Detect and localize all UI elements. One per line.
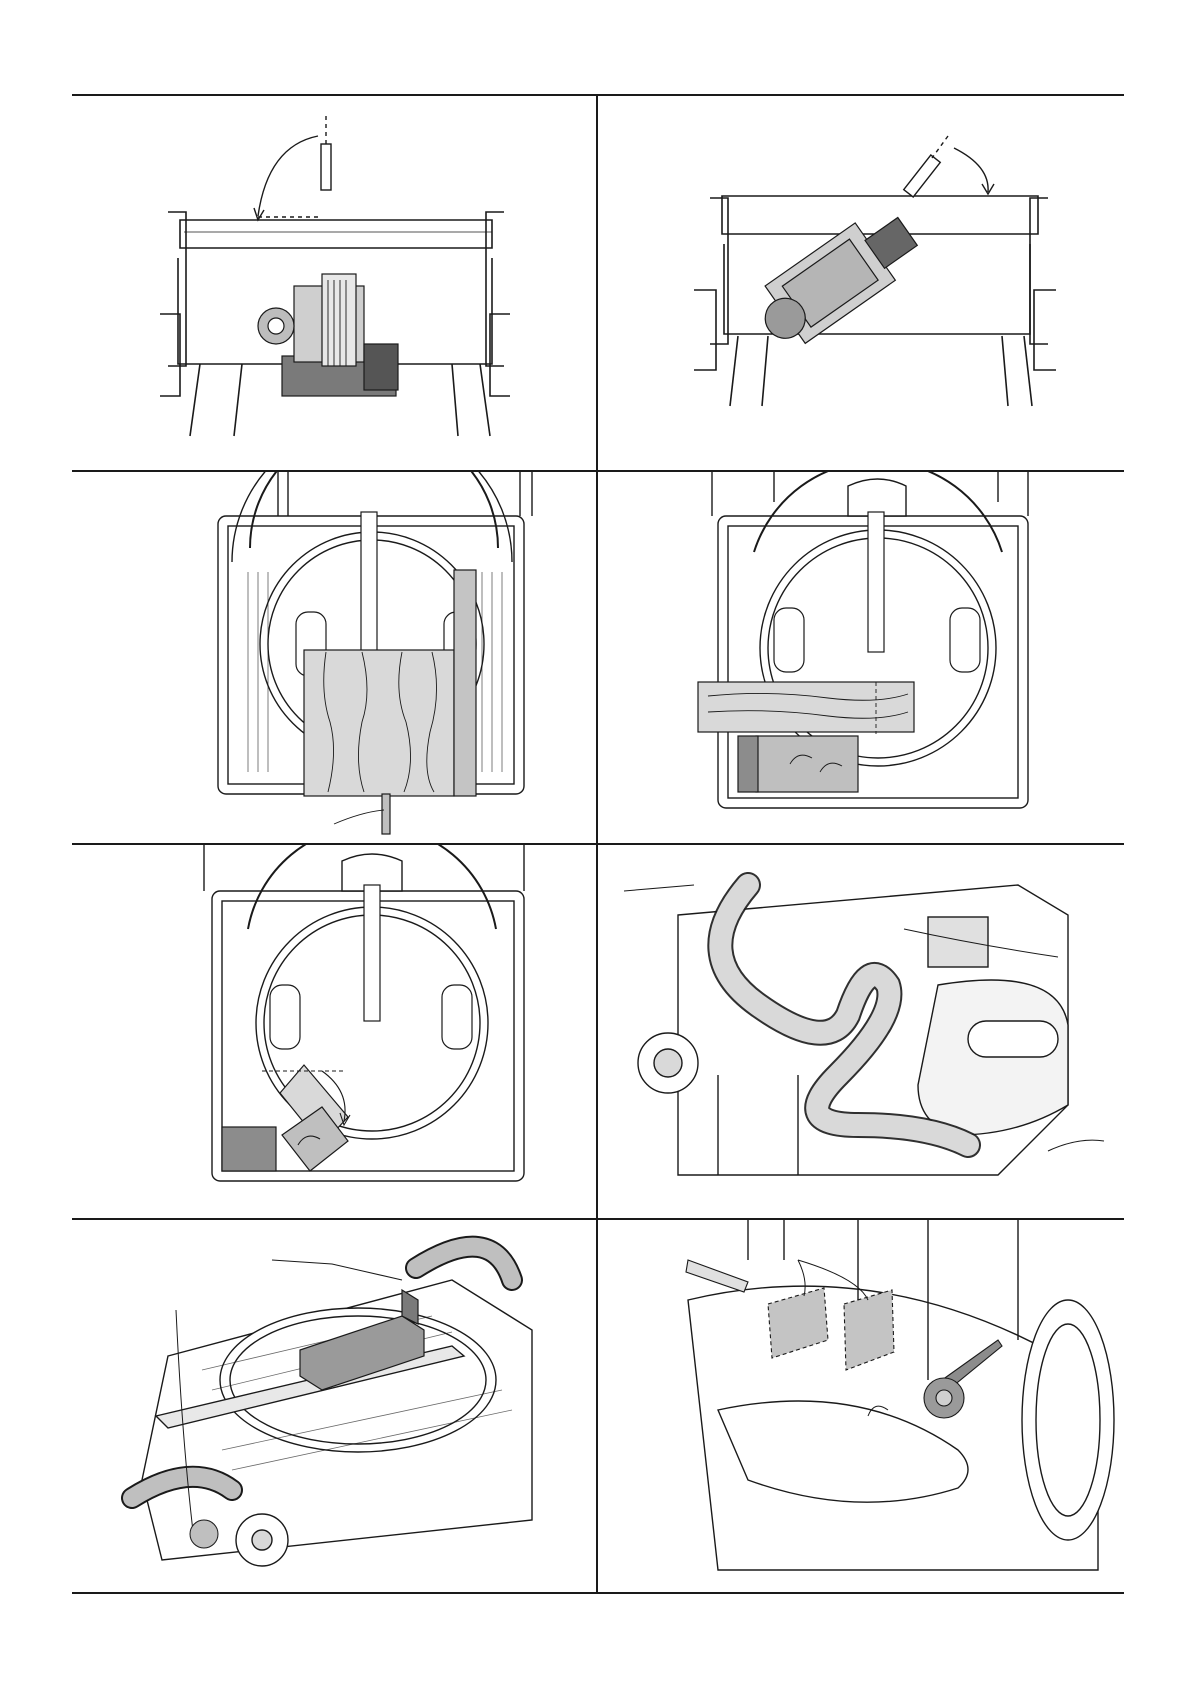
- figure-blade-tilted: [598, 96, 1124, 470]
- saw-front-view-vertical: [72, 96, 596, 470]
- figure-blade-vertical: [72, 96, 596, 470]
- figure-rip-cut: [72, 472, 596, 843]
- accessory-storage-perspective: [598, 1220, 1124, 1592]
- dust-hose-perspective: [598, 845, 1124, 1218]
- miter-cut-top-view: [72, 845, 596, 1218]
- rip-cut-top-view: [72, 472, 596, 843]
- cross-cut-top-view: [598, 472, 1124, 843]
- bottom-rule: [72, 1592, 1124, 1594]
- blade-guard-perspective: [72, 1220, 596, 1592]
- saw-front-view-tilted: [598, 96, 1124, 470]
- figure-cross-cut: [598, 472, 1124, 843]
- figure-miter-cut: [72, 845, 596, 1218]
- figure-accessory-storage: [598, 1220, 1124, 1592]
- figure-blade-guard: [72, 1220, 596, 1592]
- figure-dust-hose: [598, 845, 1124, 1218]
